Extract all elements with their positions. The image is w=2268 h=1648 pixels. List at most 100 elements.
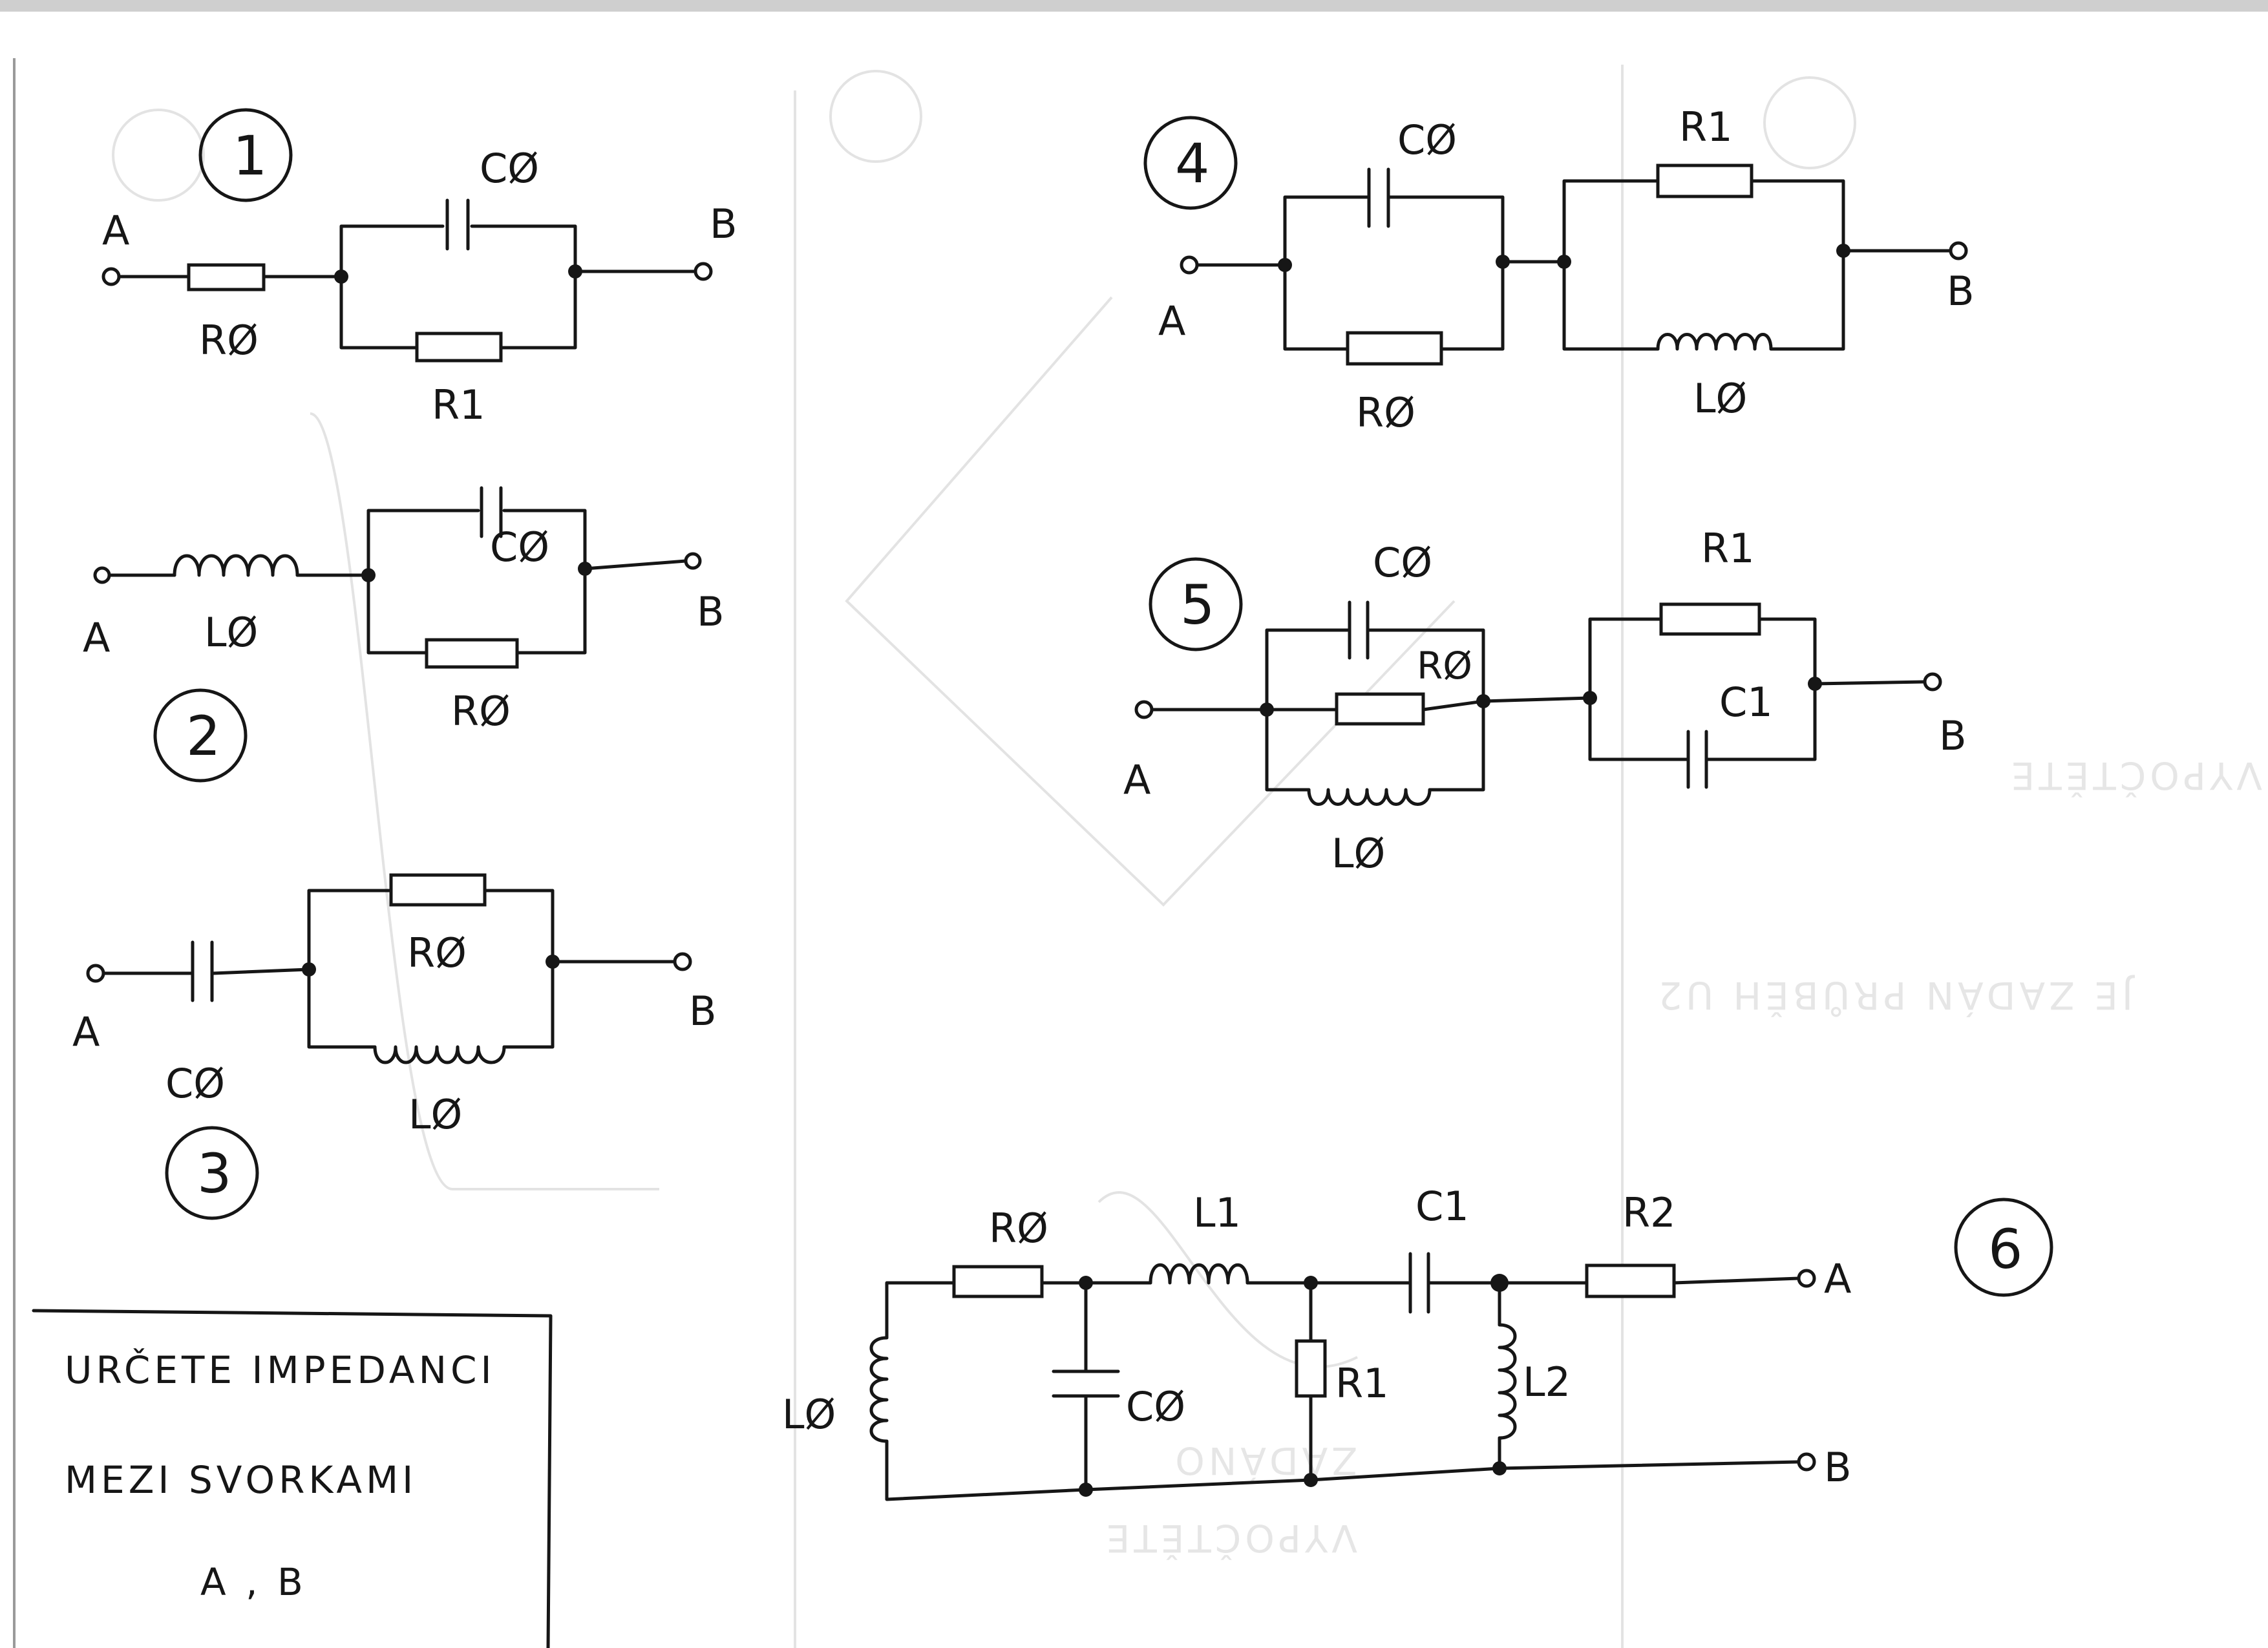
junction [1476,694,1490,708]
circuit-number: 6 [1988,1218,2022,1281]
junction [1304,1473,1318,1487]
l0-label: LØ [1693,375,1747,422]
junction [546,955,560,969]
circuit-2: A B LØ CØ RØ 2 [83,486,725,783]
junction [1304,1276,1318,1290]
l0-label: LØ [782,1391,836,1438]
resistor-r1 [1659,602,1761,636]
terminal-a [101,267,121,286]
r1-label: R1 [1701,525,1755,572]
c0-label: CØ [480,145,539,192]
task-line-3: A , B [200,1560,307,1604]
wire [885,1276,1801,1501]
terminal-b [694,262,713,281]
terminal-b [684,552,702,570]
task-line-2: MEZI SVORKAMI [65,1458,417,1502]
terminal-a [1134,700,1154,719]
terminal-a-label: A [1824,1255,1851,1302]
inductor-l0 [1656,333,1773,351]
circuit-1: 1 A B CØ RØ R1 [101,108,737,428]
wire [117,224,697,350]
terminal-b [673,952,692,971]
task-note-frame [32,1309,553,1648]
junction [1808,677,1822,691]
circuit-number-circle [1954,1198,2053,1297]
terminal-b-label: B [697,588,725,635]
c0-label: CØ [490,523,549,571]
junction [568,264,582,279]
r0-label: RØ [451,688,511,735]
resistor-r0 [1346,331,1443,366]
bleed-text-2: JE ZADÁN PRŮBĚH U2 [1655,973,2135,1018]
terminal-b-label: B [1939,712,1967,759]
inductor-l0 [1307,788,1432,806]
l0-label: LØ [204,609,258,656]
junction [1260,703,1274,717]
resistor-r1 [1295,1339,1327,1398]
terminal-b [1797,1452,1816,1472]
r1-label: R1 [1335,1360,1389,1407]
c0-label: CØ [1373,539,1432,586]
wire [1195,179,1953,351]
terminal-b-label: B [1824,1444,1852,1491]
terminal-a [86,964,105,983]
c0-label: CØ [1397,116,1457,164]
terminal-a [93,566,111,584]
terminal-a-label: A [102,207,129,254]
r1-label: R1 [432,381,485,428]
terminal-a-label: A [1123,756,1150,803]
resistor-r1 [1656,164,1754,198]
terminal-b-label: B [1947,268,1975,315]
wire [101,889,677,1049]
r0-label: RØ [1417,644,1472,688]
r2-label: R2 [1622,1189,1676,1236]
bleed-text-3: ZADÁNO [1171,1439,1357,1483]
circuit-number: 2 [186,704,220,768]
scan-top-edge [0,0,2268,12]
circuit-6: 6 A B RØ L1 C1 R2 LØ CØ R1 L2 [782,1183,2053,1501]
terminal-b [1923,672,1942,692]
circuit-number: 5 [1180,573,1214,637]
terminal-a-label: A [1158,297,1185,344]
junction [1836,244,1850,258]
circuit-number: 4 [1175,132,1209,195]
resistor-r0 [389,873,487,907]
junction [1079,1483,1093,1497]
circuit-number: 3 [197,1142,231,1205]
junction [1278,258,1292,272]
circuit-number-circle [165,1126,259,1220]
terminal-a-label: A [83,614,110,661]
circuit-5: 5 A B CØ RØ LØ R1 C1 [1123,525,1967,877]
resistor-r0 [425,638,519,669]
inductor-l2 [1498,1323,1517,1440]
resistor-r0 [952,1265,1044,1298]
junction [1490,1274,1509,1292]
inductor-l0 [869,1336,889,1443]
circuit-number-circle [198,108,293,202]
junction [302,962,316,977]
r0-label: RØ [1356,389,1415,436]
bleed-text-1: VYPOČTĚTE [2008,754,2262,798]
junction [1492,1461,1507,1475]
circuit-number-circle [1143,116,1238,210]
terminal-a-label: A [72,1008,100,1055]
circuit-3: A B CØ RØ LØ 3 [72,873,717,1220]
inductor-l0 [373,1045,506,1064]
resistor-r2 [1585,1263,1676,1298]
r0-label: RØ [989,1205,1048,1252]
l0-label: LØ [1331,830,1385,877]
junction [1079,1276,1093,1290]
wire [1150,617,1927,792]
c1-label: C1 [1719,679,1773,726]
resistor-r1 [415,332,503,363]
circuit-number: 1 [233,124,267,187]
circuit-number-circle [1149,557,1243,651]
c0-label: CØ [1126,1383,1185,1430]
c1-label: C1 [1415,1183,1469,1230]
l0-label: LØ [408,1091,462,1138]
terminal-b-label: B [710,200,737,248]
task-line-1: URČETE IMPEDANCI [65,1347,496,1392]
terminal-a [1797,1269,1816,1288]
l1-label: L1 [1193,1189,1241,1236]
